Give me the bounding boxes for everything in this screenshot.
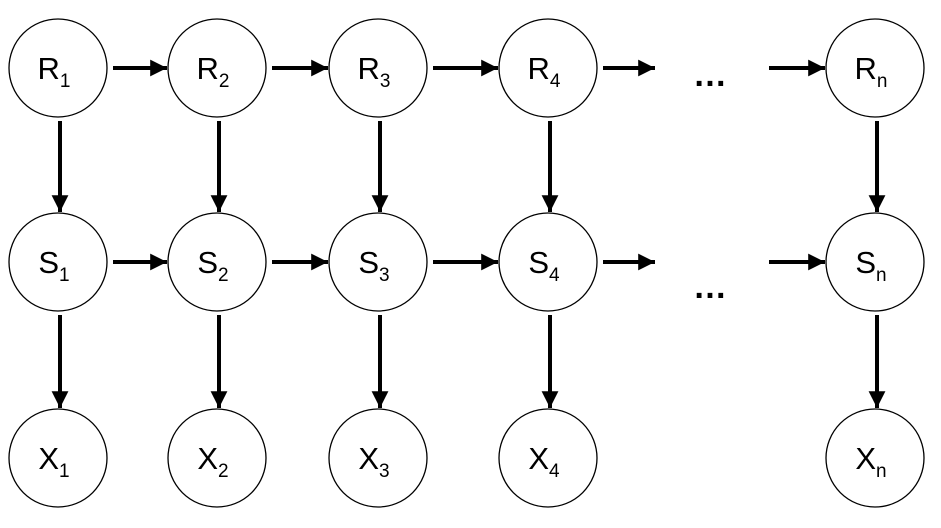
- node-label: R2: [197, 51, 230, 92]
- node-x1: X1: [8, 408, 108, 508]
- node-circle: [8, 18, 108, 118]
- node-s1: S1: [8, 212, 108, 312]
- edges: [51, 59, 886, 408]
- node-rn: Rn: [825, 18, 925, 118]
- node-label: Xn: [855, 441, 886, 482]
- node-label: X3: [358, 441, 389, 482]
- node-circle: [167, 18, 267, 118]
- node-r4: R4: [498, 18, 598, 118]
- node-label: X1: [38, 441, 69, 482]
- node-xn: Xn: [825, 408, 925, 508]
- ellipsis-row-s: …: [693, 268, 727, 306]
- node-circle: [328, 408, 428, 508]
- node-label: S2: [197, 245, 228, 286]
- node-label: X4: [528, 441, 560, 482]
- node-circle: [825, 18, 925, 118]
- node-label: Sn: [855, 245, 886, 286]
- node-circle: [825, 212, 925, 312]
- node-circle: [498, 212, 598, 312]
- node-sn: Sn: [825, 212, 925, 312]
- node-x4: X4: [498, 408, 598, 508]
- ellipsis-row-r: …: [693, 56, 727, 94]
- node-circle: [498, 18, 598, 118]
- node-circle: [328, 212, 428, 312]
- node-x3: X3: [328, 408, 428, 508]
- node-circle: [498, 408, 598, 508]
- node-circle: [328, 18, 428, 118]
- node-circle: [825, 408, 925, 508]
- node-r3: R3: [328, 18, 428, 118]
- node-label: X2: [197, 441, 228, 482]
- node-circle: [167, 212, 267, 312]
- node-s2: S2: [167, 212, 267, 312]
- node-r2: R2: [167, 18, 267, 118]
- node-label: R3: [358, 51, 391, 92]
- node-label: R4: [528, 51, 561, 92]
- node-label: S1: [38, 245, 69, 286]
- node-s4: S4: [498, 212, 598, 312]
- node-x2: X2: [167, 408, 267, 508]
- node-label: S4: [528, 245, 560, 286]
- node-label: Rn: [855, 51, 888, 92]
- node-circle: [8, 408, 108, 508]
- node-s3: S3: [328, 212, 428, 312]
- node-r1: R1: [8, 18, 108, 118]
- node-circle: [167, 408, 267, 508]
- node-circle: [8, 212, 108, 312]
- node-label: S3: [358, 245, 389, 286]
- node-label: R1: [38, 51, 71, 92]
